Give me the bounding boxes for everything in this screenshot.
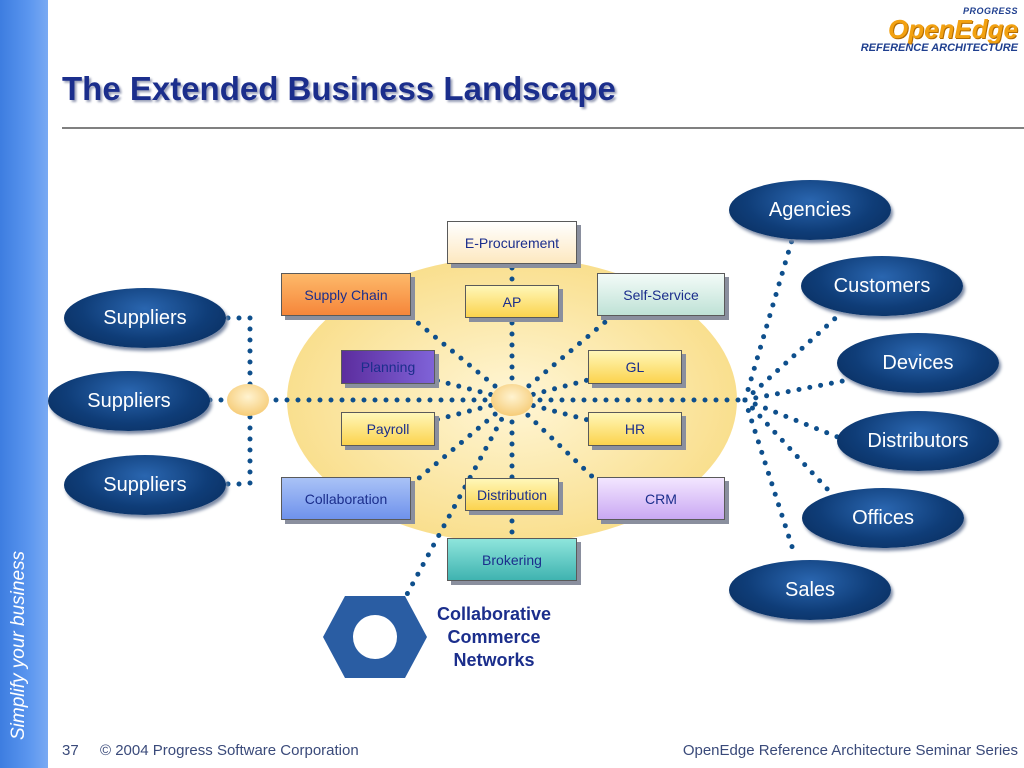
partner-oval-distributors: Distributors <box>837 411 999 471</box>
module-gl: GL <box>588 350 682 384</box>
supplier-oval: Suppliers <box>64 288 226 348</box>
logo-product: OpenEdge <box>887 14 1018 44</box>
module-payroll: Payroll <box>341 412 435 446</box>
logo-brand: PROGRESS <box>962 6 1018 16</box>
module-hr: HR <box>588 412 682 446</box>
partner-oval-offices: Offices <box>802 488 964 548</box>
series-title: OpenEdge Reference Architecture Seminar … <box>682 742 1018 759</box>
partner-oval-agencies: Agencies <box>729 180 891 240</box>
module-distribution: Distribution <box>465 478 559 511</box>
module-ap: AP <box>465 285 559 318</box>
module-collaboration: Collaboration <box>281 477 411 520</box>
module-self-service: Self-Service <box>597 273 725 316</box>
sidebar-band: Simplify your business <box>0 0 48 768</box>
module-planning: Planning <box>341 350 435 384</box>
title-divider <box>62 127 1024 129</box>
network-label: Collaborative Commerce Networks <box>436 604 552 670</box>
partner-oval-customers: Customers <box>801 256 963 316</box>
module-crm: CRM <box>597 477 725 520</box>
network-hexagon-hole <box>353 615 397 659</box>
page-title: The Extended Business Landscape <box>62 70 616 107</box>
logo-subtitle: REFERENCE ARCHITECTURE <box>860 42 1018 54</box>
partner-oval-devices: Devices <box>837 333 999 393</box>
supplier-oval: Suppliers <box>64 455 226 515</box>
hub-center-node <box>491 384 533 416</box>
partner-oval-sales: Sales <box>729 560 891 620</box>
progress-openedge-logo: PROGRESS OpenEdge REFERENCE ARCHITECTURE <box>861 6 1018 54</box>
module-brokering: Brokering <box>447 538 577 581</box>
copyright-text: © 2004 Progress Software Corporation <box>100 742 359 759</box>
module-supply-chain: Supply Chain <box>281 273 411 316</box>
supplier-oval: Suppliers <box>48 371 210 431</box>
module-e-procurement: E-Procurement <box>447 221 577 264</box>
supplier-junction-node <box>227 384 269 416</box>
page-number: 37 <box>62 742 79 759</box>
